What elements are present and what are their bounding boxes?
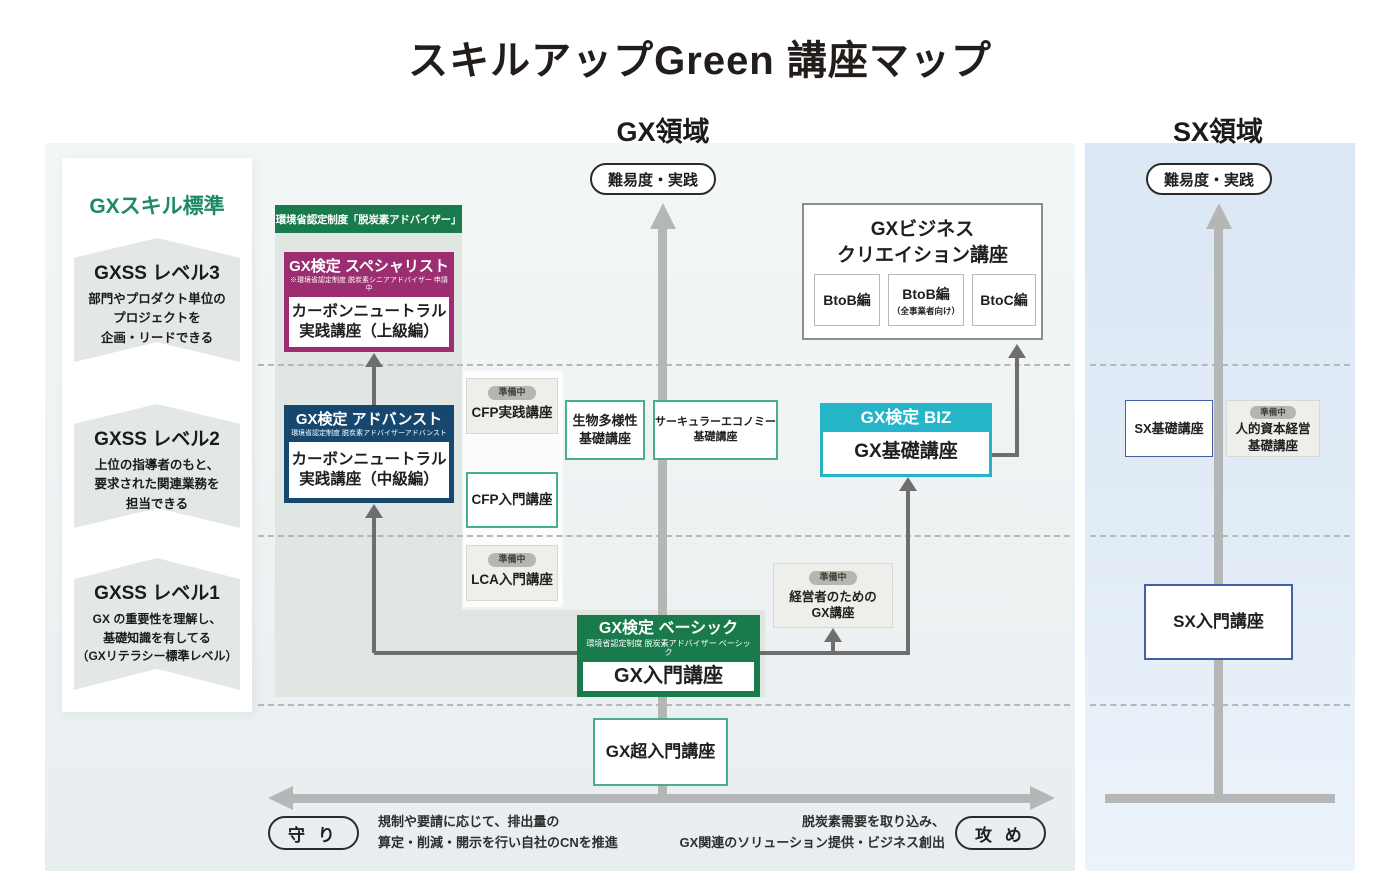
cfp-practice-course-box: 準備中 CFP実践講座 — [466, 378, 558, 434]
advanced-note: 環境省認定制度 脱炭素アドバイザーアドバンスト — [291, 430, 447, 438]
defense-description: 規制や要請に応じて、排出量の 算定・削減・開示を行い自社のCNを推進 — [378, 814, 618, 850]
connector-arrowhead-icon — [365, 353, 383, 367]
gx-certification-specialist-box: GX検定 スペシャリスト ※環境省認定制度 脱炭素シニアアドバイザー 申請中 カ… — [284, 252, 454, 352]
connector-biz-elbow-vertical — [1015, 358, 1019, 457]
level1-description: GX の重要性を理解し、 基礎知識を有してる （GXリテラシー標準レベル） — [76, 612, 238, 664]
human-capital-course-box: 準備中 人的資本経営 基礎講座 — [1226, 400, 1320, 457]
edition-btob-all: BtoB編 （全事業者向け） — [888, 274, 964, 326]
edition-btob: BtoB編 — [814, 274, 880, 326]
edition-label: BtoC編 — [980, 292, 1028, 308]
offense-pill: 攻 め — [955, 816, 1046, 850]
connector-basic-to-advanced — [372, 517, 376, 653]
cfp-intro-course-box: CFP入門講座 — [466, 472, 558, 528]
level1-name: GXSS レベル1 — [94, 583, 220, 604]
connector-to-gx-biz — [906, 490, 910, 653]
gxss-level1-chevron: GXSS レベル1 GX の重要性を理解し、 基礎知識を有してる （GXリテラシ… — [74, 558, 240, 690]
connector-to-management — [831, 641, 835, 653]
advanced-name: GX検定 アドバンスト — [295, 411, 443, 428]
sx-difficulty-pill: 難易度・実践 — [1146, 163, 1273, 195]
connector-horizontal-right — [760, 651, 910, 655]
preparing-badge: 準備中 — [1250, 406, 1296, 420]
connector-biz-elbow-horizontal — [992, 453, 1019, 457]
level3-description: 部門やプロダクト単位の プロジェクトを 企画・リードできる — [88, 292, 226, 345]
basic-name: GX検定 ベーシック — [598, 620, 739, 637]
gx-business-creation-box: GXビジネス クリエイション講座 BtoB編 BtoB編 （全事業者向け） Bt… — [802, 203, 1043, 340]
gx-certification-basic-box: GX検定 ベーシック 環境省認定制度 脱炭素アドバイザー ベーシック GX入門講… — [577, 615, 760, 697]
gx-vertical-axis-arrowhead-icon — [650, 203, 676, 229]
gxss-level2-chevron: GXSS レベル2 上位の指導者のもと、 要求された関連業務を 担当できる — [74, 404, 240, 528]
lca-intro-course-box: 準備中 LCA入門講座 — [466, 545, 558, 601]
advanced-course: カーボンニュートラル 実践講座（中級編） — [289, 441, 449, 498]
level3-name: GXSS レベル3 — [94, 263, 220, 284]
business-creation-title: GXビジネス クリエイション講座 — [836, 219, 1008, 266]
gx-skill-standard-sidebar: GXスキル標準 GXSS レベル3 部門やプロダクト単位の プロジェクトを 企画… — [62, 158, 252, 712]
preparing-badge: 準備中 — [488, 386, 536, 400]
gx-axis-left-arrowhead-icon — [268, 786, 293, 810]
ministry-certification-banner: 環境省認定制度「脱炭素アドバイザー」 — [275, 205, 462, 233]
sx-region-label: SX領域 — [1172, 117, 1264, 147]
gxss-level3-chevron: GXSS レベル3 部門やプロダクト単位の プロジェクトを 企画・リードできる — [74, 238, 240, 362]
connector-arrowhead-icon — [1008, 344, 1026, 358]
sx-intro-course-box: SX入門講座 — [1144, 584, 1293, 660]
gx-axis-right-arrowhead-icon — [1030, 786, 1055, 810]
gx-region-label: GX領域 — [616, 117, 710, 147]
offense-description: 脱炭素需要を取り込み、 GX関連のソリューション提供・ビジネス創出 — [679, 814, 945, 850]
gx-certification-biz-box: GX検定 BIZ GX基礎講座 — [820, 403, 992, 477]
connector-advanced-to-specialist — [372, 366, 376, 405]
gx-certification-advanced-box: GX検定 アドバンスト 環境省認定制度 脱炭素アドバイザーアドバンスト カーボン… — [284, 405, 454, 503]
lca-intro-label: LCA入門講座 — [471, 571, 553, 587]
circular-economy-course-box: サーキュラーエコノミー 基礎講座 — [653, 400, 778, 460]
preparing-badge: 準備中 — [488, 553, 536, 567]
gx-difficulty-pill: 難易度・実践 — [590, 163, 717, 195]
edition-btoc: BtoC編 — [972, 274, 1036, 326]
skill-standard-title: GXスキル標準 — [89, 195, 225, 218]
specialist-note: ※環境省認定制度 脱炭素シニアアドバイザー 申請中 — [290, 277, 448, 292]
connector-arrowhead-icon — [365, 504, 383, 518]
specialist-name: GX検定 スペシャリスト — [289, 258, 449, 275]
specialist-course: カーボンニュートラル 実践講座（上級編） — [289, 296, 449, 347]
edition-sublabel: （全事業者向け） — [891, 305, 960, 316]
edition-label: BtoB編 — [823, 292, 871, 308]
connector-horizontal-left — [374, 651, 577, 655]
level2-name: GXSS レベル2 — [94, 429, 220, 450]
basic-course: GX入門講座 — [583, 661, 754, 691]
sx-base-line — [1105, 794, 1335, 803]
management-gx-course-box: 準備中 経営者のための GX講座 — [773, 563, 893, 628]
cfp-practice-label: CFP実践講座 — [471, 404, 553, 420]
preparing-badge: 準備中 — [809, 571, 857, 585]
defense-pill: 守 り — [268, 816, 359, 850]
gx-vertical-axis — [658, 228, 667, 795]
management-label: 経営者のための GX講座 — [789, 589, 877, 621]
gx-super-intro-course-box: GX超入門講座 — [593, 718, 728, 786]
human-capital-label: 人的資本経営 基礎講座 — [1235, 422, 1311, 453]
connector-arrowhead-icon — [899, 477, 917, 491]
page-title: スキルアップGreen 講座マップ — [408, 39, 992, 83]
biz-course: GX基礎講座 — [823, 431, 989, 474]
sx-vertical-axis — [1214, 228, 1223, 795]
basic-note: 環境省認定制度 脱炭素アドバイザー ベーシック — [586, 639, 751, 658]
level2-description: 上位の指導者のもと、 要求された関連業務を 担当できる — [94, 458, 220, 511]
biz-name: GX検定 BIZ — [860, 408, 952, 427]
biodiversity-course-box: 生物多様性 基礎講座 — [565, 400, 645, 460]
edition-label: BtoB編 — [902, 285, 950, 302]
sx-vertical-axis-arrowhead-icon — [1206, 203, 1232, 229]
connector-arrowhead-icon — [824, 628, 842, 642]
gx-horizontal-axis — [292, 794, 1032, 803]
sx-basic-course-box: SX基礎講座 — [1125, 400, 1213, 457]
